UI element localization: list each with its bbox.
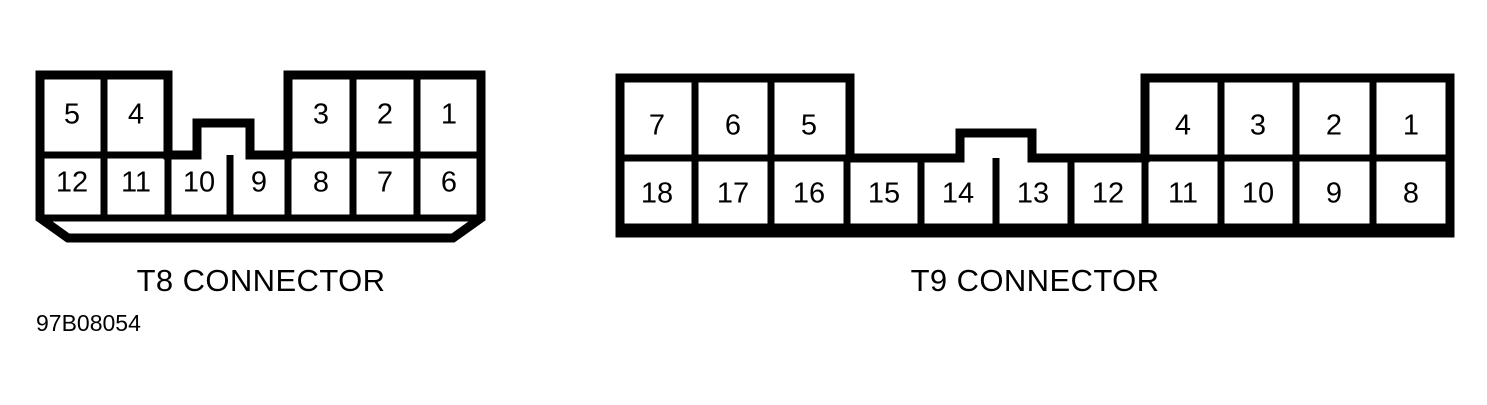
t8-caption: T8 CONNECTOR bbox=[137, 263, 386, 298]
figure-code: 97B08054 bbox=[36, 310, 141, 336]
t9-pin-11: 11 bbox=[1168, 178, 1198, 210]
t9-pin-1: 1 bbox=[1403, 110, 1419, 142]
t8-pin-8: 8 bbox=[313, 167, 329, 199]
t9-pin-9: 9 bbox=[1326, 178, 1342, 210]
t8-pin-2: 2 bbox=[377, 99, 393, 131]
t9-caption: T9 CONNECTOR bbox=[911, 263, 1160, 298]
t9-pin-10: 10 bbox=[1242, 178, 1274, 210]
t9-pin-3: 3 bbox=[1250, 110, 1266, 142]
t8-pin-6: 6 bbox=[441, 167, 457, 199]
t8-pin-10: 10 bbox=[183, 167, 215, 199]
t8-pin-12: 12 bbox=[56, 167, 88, 199]
t9-pin-16: 16 bbox=[793, 178, 825, 210]
t8-pin-7: 7 bbox=[377, 167, 393, 199]
t9-pin-2: 2 bbox=[1326, 110, 1342, 142]
t9-pin-6: 6 bbox=[725, 110, 741, 142]
t9-shell-fill bbox=[620, 78, 1450, 233]
connector-t8: 5 4 3 2 1 12 11 10 9 8 7 6 T8 CONNECTOR bbox=[35, 70, 486, 298]
t8-pin-9: 9 bbox=[251, 167, 267, 199]
connector-t9: 7 6 5 4 3 2 1 18 17 16 15 14 13 12 11 10… bbox=[615, 73, 1455, 298]
t8-pin-11: 11 bbox=[121, 167, 151, 199]
t8-pin-3: 3 bbox=[313, 99, 329, 131]
t8-pin-1: 1 bbox=[441, 99, 457, 131]
t9-pin-15: 15 bbox=[868, 178, 900, 210]
t9-pin-14: 14 bbox=[942, 178, 974, 210]
t9-pin-18: 18 bbox=[641, 178, 673, 210]
t9-pin-4: 4 bbox=[1175, 110, 1191, 142]
t9-pin-5: 5 bbox=[801, 110, 817, 142]
t9-pin-8: 8 bbox=[1403, 178, 1419, 210]
t9-pin-12: 12 bbox=[1092, 178, 1124, 210]
t9-pin-7: 7 bbox=[649, 110, 665, 142]
t9-pin-17: 17 bbox=[717, 178, 749, 210]
t8-pin-5: 5 bbox=[64, 99, 80, 131]
t9-pin-13: 13 bbox=[1017, 178, 1049, 210]
t8-pin-4: 4 bbox=[128, 99, 144, 131]
